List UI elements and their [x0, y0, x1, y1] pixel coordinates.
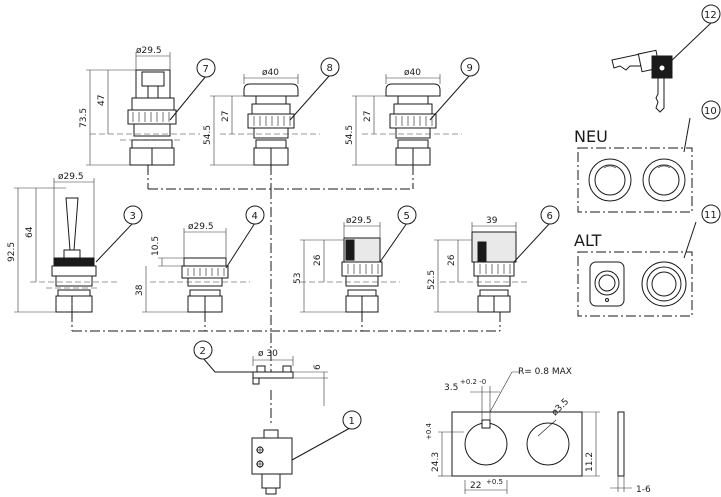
dim-cutout-height: 24.3: [431, 452, 441, 472]
dim-3-height-total: 92.5: [7, 242, 17, 262]
component-12-keys: [611, 49, 673, 113]
callout-circles: [123, 4, 721, 430]
dim-9-width: ø40: [404, 68, 421, 78]
callout-7: 7: [203, 64, 209, 75]
dim-3-width: ø29.5: [58, 172, 84, 182]
callout-4: 4: [252, 211, 258, 222]
label-neu: NEU: [574, 127, 608, 146]
dim-6-height-upper: 26: [447, 254, 457, 266]
dim-cutout-slot-tol: +0.2 -0: [460, 378, 486, 386]
component-3-toggle-lever: [14, 178, 120, 313]
component-2-mounting-ring: [252, 356, 328, 406]
dim-4-width: ø29.5: [188, 222, 214, 232]
dim-panel-thickness: 1-6: [636, 485, 651, 495]
dim-2-height: 6: [313, 364, 323, 370]
dim-8-height-upper: 27: [221, 111, 231, 122]
dim-cutout-width-tol: +0.5: [486, 478, 503, 486]
connection-lines: [71, 165, 501, 426]
component-1-contact-block: [251, 429, 293, 495]
dim-8-width: ø40: [262, 68, 279, 78]
callout-6: 6: [547, 211, 553, 222]
dim-5-height-upper: 26: [313, 254, 323, 266]
dim-7-height-total: 73.5: [79, 108, 89, 128]
callout-1: 1: [349, 416, 355, 427]
cutout-detail: [438, 371, 632, 494]
dim-cutout-height-tol: +0.4: [425, 422, 433, 440]
component-7-key-switch: [86, 52, 200, 166]
callout-10: 10: [704, 106, 717, 117]
dim-cutout-width: 22: [470, 481, 481, 491]
dim-cutout-radius: R= 0.8 MAX: [518, 367, 572, 377]
dim-7-width: ø29.5: [136, 46, 162, 56]
dim-7-height-upper: 47: [97, 95, 107, 106]
component-9-mushroom-button: [352, 74, 462, 166]
dim-9-height-upper: 27: [363, 111, 373, 122]
dim-5-height-total: 53: [293, 273, 303, 284]
callout-2: 2: [200, 346, 206, 357]
callout-11: 11: [704, 210, 717, 221]
component-10-neu-plate: [577, 147, 693, 213]
component-6-wide-selector: [434, 222, 530, 313]
component-4-flush-button: [142, 228, 250, 313]
dim-2-width: ø 30: [258, 349, 278, 359]
dim-9-height-total: 54.5: [345, 125, 355, 145]
label-alt: ALT: [574, 231, 602, 250]
component-8-mushroom-button: [210, 74, 320, 166]
component-11-alt-plate: [577, 251, 693, 317]
dim-5-width: ø29.5: [346, 216, 372, 226]
callout-leaders: [95, 21, 713, 461]
dim-cutout-11-2: 11.2: [585, 452, 595, 472]
dim-4-height-upper: 10.5: [151, 236, 161, 256]
dim-4-height-total: 38: [135, 284, 145, 296]
callout-8: 8: [327, 63, 333, 74]
dim-3-height-upper: 64: [25, 226, 35, 238]
dim-6-height-total: 52.5: [427, 270, 437, 290]
component-5-selector-switch: [300, 222, 400, 313]
callout-3: 3: [130, 211, 136, 222]
callout-5: 5: [404, 211, 410, 222]
callout-9: 9: [467, 63, 473, 74]
dim-8-height-total: 54.5: [203, 125, 213, 145]
callout-12: 12: [704, 10, 717, 21]
dim-cutout-slot: 3.5: [444, 383, 458, 393]
dim-6-width: 39: [486, 216, 498, 226]
